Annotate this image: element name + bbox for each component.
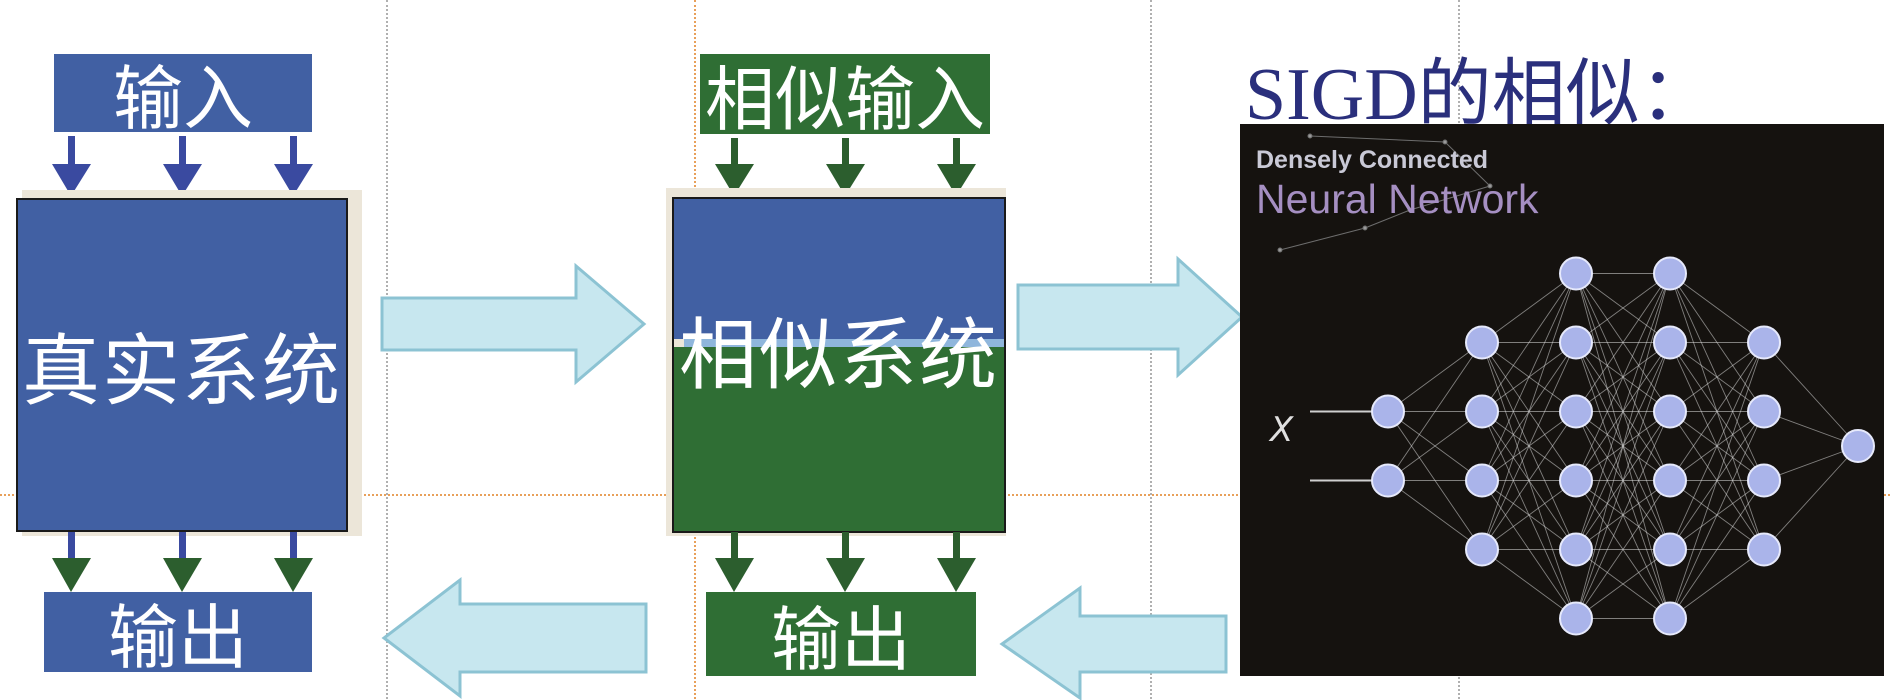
network-node xyxy=(1465,325,1499,360)
network-edge xyxy=(1575,273,1671,619)
network-node xyxy=(1653,394,1687,429)
real-output-arrows xyxy=(52,532,313,592)
decor-dot xyxy=(1442,139,1448,145)
similar-system-divider xyxy=(684,339,1004,347)
network-node xyxy=(1559,325,1593,360)
network-edge xyxy=(1669,480,1765,619)
arrow-right-2 xyxy=(1016,255,1245,379)
network-node xyxy=(1559,256,1593,291)
real-input-arrows xyxy=(52,136,313,196)
network-edge xyxy=(1669,342,1765,550)
network-edge xyxy=(1669,549,1765,619)
similar-system-bottom xyxy=(674,347,1004,531)
similar-output-box: 输出 xyxy=(706,592,976,681)
decor-line xyxy=(1309,135,1446,143)
nn-caption-large: Neural Network xyxy=(1256,176,1539,222)
network-node xyxy=(1559,601,1593,636)
network-node xyxy=(1465,394,1499,429)
real-system-box: 真实系统 xyxy=(16,198,348,532)
arrow-right-1 xyxy=(380,262,647,386)
decor-line xyxy=(1444,141,1491,187)
neural-network-image: Densely Connected Neural Network X xyxy=(1240,124,1884,676)
network-edge xyxy=(1481,342,1577,550)
similar-system-top xyxy=(674,199,1004,339)
network-edge xyxy=(1575,273,1671,550)
nn-caption-small: Densely Connected xyxy=(1256,146,1489,174)
similar-input-arrows xyxy=(715,138,976,196)
network-node xyxy=(1747,463,1781,498)
network-edge xyxy=(1763,445,1859,550)
network-edge xyxy=(1669,342,1765,481)
network-node xyxy=(1465,532,1499,567)
network-node xyxy=(1559,394,1593,429)
network-edge xyxy=(1763,342,1859,447)
network-node xyxy=(1371,463,1405,498)
arrow-left-1 xyxy=(381,576,648,700)
network-edge xyxy=(1481,480,1577,550)
decor-line xyxy=(1364,209,1411,229)
decor-dot xyxy=(1487,183,1493,189)
network-node xyxy=(1465,463,1499,498)
network-node xyxy=(1653,532,1687,567)
decor-dot xyxy=(1407,207,1413,213)
decor-line xyxy=(1279,227,1366,251)
network-edge xyxy=(1481,273,1577,481)
network-edge xyxy=(1481,273,1577,412)
network-node xyxy=(1653,325,1687,360)
network-edge xyxy=(1481,411,1577,550)
similar-system-box: 相似系统 xyxy=(672,197,1006,533)
network-edge xyxy=(1481,273,1577,550)
arrow-left-2 xyxy=(999,585,1228,700)
real-input-box: 输入 xyxy=(54,54,312,140)
similar-output-label: 输出 xyxy=(771,598,911,681)
network-node xyxy=(1559,532,1593,567)
similar-system-label: 相似系统 xyxy=(678,311,999,401)
real-input-label: 输入 xyxy=(113,57,253,140)
network-node xyxy=(1559,463,1593,498)
network-edge xyxy=(1669,342,1765,412)
network-node xyxy=(1653,601,1687,636)
network-node xyxy=(1653,256,1687,291)
real-output-label: 输出 xyxy=(108,596,248,679)
network-node xyxy=(1747,532,1781,567)
network-node xyxy=(1653,463,1687,498)
network-node xyxy=(1747,325,1781,360)
similar-input-box: 相似输入 xyxy=(700,54,990,141)
real-system-label: 真实系统 xyxy=(21,327,342,417)
network-node xyxy=(1841,429,1875,463)
similar-output-arrows xyxy=(715,532,976,592)
network-edge xyxy=(1387,342,1483,481)
nn-input-symbol: X xyxy=(1270,410,1294,450)
panel-title: SIGD的相似： xyxy=(1245,54,1714,136)
network-edge xyxy=(1669,342,1765,619)
real-output-box: 输出 xyxy=(44,592,312,679)
network-edge xyxy=(1669,411,1765,619)
network-edge xyxy=(1387,342,1483,412)
network-edge xyxy=(1669,273,1765,343)
decor-line xyxy=(1409,185,1491,211)
network-edge xyxy=(1481,273,1577,343)
neural-network-graph xyxy=(1277,133,1875,636)
network-edge xyxy=(1575,273,1671,343)
network-edge xyxy=(1575,480,1671,619)
network-edge xyxy=(1387,411,1483,481)
network-edge xyxy=(1575,342,1671,619)
decor-dot xyxy=(1307,133,1313,139)
decor-dot xyxy=(1277,247,1283,253)
network-edge xyxy=(1575,549,1671,619)
network-node xyxy=(1371,394,1405,429)
network-edge xyxy=(1575,273,1671,412)
network-edge xyxy=(1575,411,1671,619)
similar-input-label: 相似输入 xyxy=(705,58,985,141)
decor-dot xyxy=(1362,225,1368,231)
similar-system-text: 相似系统 xyxy=(674,199,1004,499)
network-edge xyxy=(1387,480,1483,550)
network-edge xyxy=(1481,549,1577,619)
network-edge xyxy=(1575,273,1671,481)
network-node xyxy=(1747,394,1781,429)
